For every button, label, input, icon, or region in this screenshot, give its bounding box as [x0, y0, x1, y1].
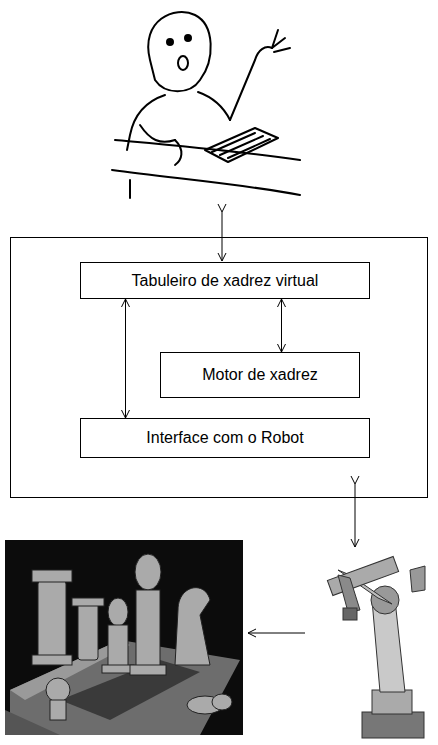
move-link	[248, 633, 305, 634]
system-frame	[11, 238, 428, 498]
robot-link	[355, 484, 356, 547]
user-sketch	[112, 12, 300, 198]
interface-box: Interface com o Robot	[80, 418, 370, 458]
chess-photo	[5, 540, 243, 735]
box-label: Interface com o Robot	[138, 429, 311, 447]
box-label: Tabuleiro de xadrez virtual	[124, 272, 327, 290]
user-link	[222, 212, 223, 261]
box-label: Motor de xadrez	[194, 366, 326, 384]
engine-box: Motor de xadrez	[160, 352, 360, 398]
board-box: Tabuleiro de xadrez virtual	[80, 262, 370, 299]
connector-arrow	[281, 299, 282, 352]
connector-arrow	[125, 299, 126, 418]
robot-arm	[327, 557, 425, 738]
